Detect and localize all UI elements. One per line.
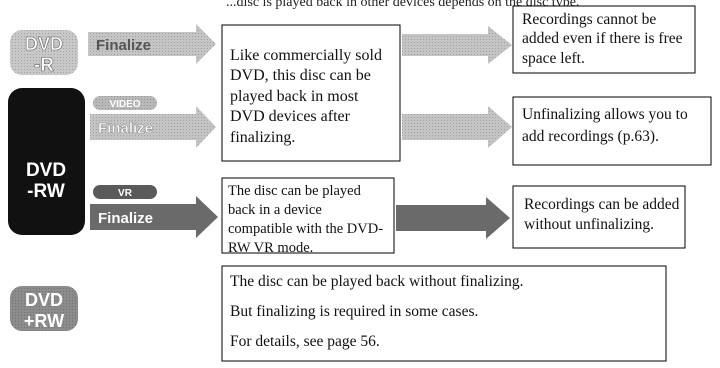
vr-playback-box — [221, 177, 395, 254]
commercial-playback-box — [221, 24, 401, 162]
vr-mode-label: VR — [118, 188, 133, 199]
finalize-label-vr: Finalize — [98, 210, 153, 227]
plus-rw-line-1: The disc can be played back without fina… — [230, 273, 524, 290]
plus-rw-line-2: But finalizing is required in some cases… — [230, 303, 479, 320]
arrow-plus-rw — [84, 294, 221, 322]
plus-rw-info-box — [221, 265, 667, 362]
dvd-plus-rw-badge: DVD +RW — [10, 286, 78, 331]
dvd-plus-rw-line2: +RW — [24, 311, 64, 331]
plus-rw-line-3: For details, see page 56. — [230, 333, 380, 350]
dvd-r-badge: DVD -R — [10, 30, 78, 76]
arrow-to-unfinalize — [402, 106, 512, 148]
finalize-arrow-dvd-r: Finalize — [88, 24, 216, 64]
dvd-rw-line1: DVD — [26, 160, 66, 181]
add-without-box — [512, 185, 686, 249]
finalize-arrow-vr: Finalize — [90, 196, 218, 238]
arrow-to-no-add — [402, 26, 512, 64]
unfinalize-text: Unfinalizing allows you to add recording… — [522, 106, 688, 145]
dvd-rw-line2: -RW — [27, 181, 65, 202]
no-add-box — [512, 5, 696, 74]
dvd-r-line1: DVD — [25, 34, 63, 54]
add-without-text: Recordings can be added without unfinali… — [524, 196, 680, 234]
dvd-rw-badge: DVD -RW — [8, 88, 85, 235]
dvd-plus-rw-line1: DVD — [25, 290, 63, 310]
vr-playback-text: The disc can be played back in a device … — [228, 183, 384, 256]
commercial-playback-text: Like commercially sold DVD, this disc ca… — [230, 47, 382, 146]
top-caption: ...disc is played back in other devices … — [226, 0, 579, 10]
finalize-label-video: Finalize — [98, 120, 153, 137]
finalize-label-dvd-r: Finalize — [96, 37, 151, 54]
vr-mode-pill: VR — [93, 185, 157, 199]
arrow-to-add-without — [396, 197, 510, 239]
video-mode-label: VIDEO — [109, 99, 140, 110]
unfinalize-box — [512, 96, 712, 166]
no-add-text: Recordings cannot be added even if there… — [522, 11, 683, 67]
finalize-arrow-video: Finalize — [90, 106, 216, 148]
video-mode-pill: VIDEO — [93, 96, 157, 110]
dvd-r-line2: -R — [34, 55, 54, 76]
